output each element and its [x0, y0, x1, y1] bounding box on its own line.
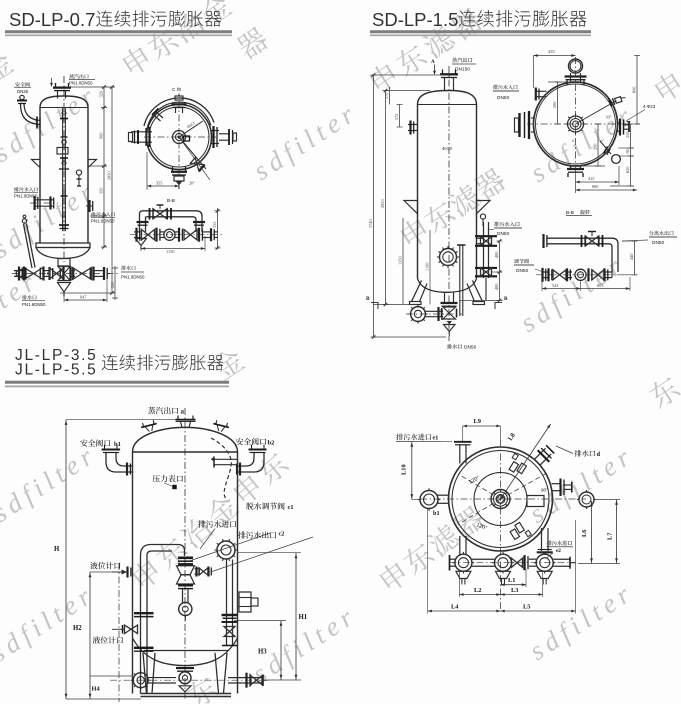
- svg-text:L8: L8: [507, 432, 517, 442]
- svg-text:480: 480: [494, 252, 499, 258]
- svg-text:PN1.0DN50: PN1.0DN50: [14, 194, 38, 199]
- svg-text:335: 335: [212, 222, 217, 228]
- svg-text:a: a: [181, 408, 185, 416]
- svg-text:e2: e2: [556, 548, 561, 554]
- svg-text:250: 250: [625, 132, 630, 138]
- svg-text:H2: H2: [73, 625, 82, 632]
- svg-text:B: B: [366, 296, 370, 302]
- svg-text:80: 80: [625, 149, 630, 153]
- svg-text:20°: 20°: [189, 180, 195, 185]
- svg-text:DN150: DN150: [455, 67, 470, 73]
- svg-text:2853: 2853: [380, 199, 385, 208]
- svg-text:647: 647: [80, 295, 87, 300]
- svg-text:200: 200: [110, 282, 115, 288]
- svg-text:350: 350: [98, 188, 103, 194]
- svg-text:A: A: [431, 59, 435, 65]
- svg-text:L7: L7: [607, 532, 614, 540]
- svg-text:e1: e1: [433, 435, 439, 442]
- svg-text:H3: H3: [258, 649, 267, 656]
- svg-text:c1: c1: [288, 504, 294, 511]
- svg-text:DN25: DN25: [17, 89, 29, 94]
- svg-text:355: 355: [156, 180, 162, 185]
- svg-text:440: 440: [629, 254, 634, 260]
- svg-text:3740: 3740: [368, 219, 373, 228]
- svg-text:d: d: [597, 451, 601, 458]
- svg-text:543: 543: [552, 283, 558, 288]
- svg-text:803: 803: [597, 283, 603, 288]
- svg-text:B-B: B-B: [566, 210, 574, 216]
- svg-text:DN50: DN50: [464, 345, 477, 351]
- svg-text:SD-LP-1.5: SD-LP-1.5: [372, 9, 458, 30]
- svg-text:1100: 1100: [424, 263, 429, 271]
- svg-text:435: 435: [548, 49, 556, 54]
- svg-text:290: 290: [592, 144, 597, 150]
- svg-text:L4: L4: [451, 603, 459, 610]
- svg-text:572: 572: [394, 114, 399, 120]
- svg-text:JL-LP-5.5: JL-LP-5.5: [15, 362, 98, 379]
- svg-text:PN1.0DN50: PN1.0DN50: [121, 275, 145, 280]
- svg-text:H1: H1: [299, 614, 308, 621]
- svg-text:PN1.6DN50: PN1.6DN50: [22, 302, 46, 307]
- svg-text:900: 900: [98, 133, 103, 139]
- svg-text:H4: H4: [92, 686, 101, 693]
- svg-text:Φ820: Φ820: [442, 146, 453, 151]
- svg-text:DN50: DN50: [516, 268, 529, 274]
- svg-text:c2: c2: [279, 531, 285, 538]
- svg-text:L10: L10: [401, 464, 408, 475]
- svg-text:120°: 120°: [468, 475, 481, 486]
- svg-text:415: 415: [588, 176, 594, 181]
- svg-text:30°: 30°: [606, 115, 612, 120]
- svg-text:L5: L5: [523, 603, 530, 610]
- svg-text:L2: L2: [474, 587, 481, 594]
- svg-text:SD-LP-0.7: SD-LP-0.7: [9, 9, 95, 30]
- svg-text:L1: L1: [508, 577, 515, 584]
- svg-text:620: 620: [625, 167, 630, 173]
- svg-text:120°: 120°: [475, 522, 488, 531]
- svg-text:DN50: DN50: [497, 95, 510, 101]
- svg-text:JL-LP-3.5: JL-LP-3.5: [15, 347, 98, 364]
- svg-text:90°: 90°: [541, 488, 548, 493]
- svg-text:L9: L9: [474, 418, 481, 425]
- svg-text:b1: b1: [433, 510, 440, 517]
- svg-text:370: 370: [384, 93, 389, 99]
- svg-text:290: 290: [552, 102, 557, 108]
- svg-text:480: 480: [494, 284, 499, 290]
- svg-text:2850: 2850: [106, 171, 111, 180]
- svg-text:H: H: [54, 546, 60, 553]
- svg-text:4-Φ23: 4-Φ23: [643, 104, 656, 109]
- svg-text:DN50: DN50: [497, 231, 510, 237]
- svg-text:600: 600: [631, 87, 636, 93]
- svg-text:B: B: [504, 296, 508, 302]
- svg-text:C: C: [172, 87, 176, 92]
- svg-text:B-B: B-B: [167, 198, 175, 204]
- svg-text:1350: 1350: [397, 256, 402, 265]
- svg-text:PN1.0DN50: PN1.0DN50: [69, 81, 93, 86]
- svg-text:800: 800: [592, 184, 598, 189]
- svg-text:1150: 1150: [166, 249, 174, 254]
- svg-text:b1: b1: [114, 441, 121, 448]
- svg-text:DN50: DN50: [652, 240, 665, 246]
- svg-text:Φ651: Φ651: [186, 120, 196, 129]
- svg-text:L6: L6: [581, 529, 588, 537]
- svg-text:L3: L3: [511, 587, 518, 594]
- svg-text:b2: b2: [268, 440, 276, 447]
- svg-text:PN1.0DN50: PN1.0DN50: [91, 219, 115, 224]
- svg-text:320: 320: [98, 91, 103, 97]
